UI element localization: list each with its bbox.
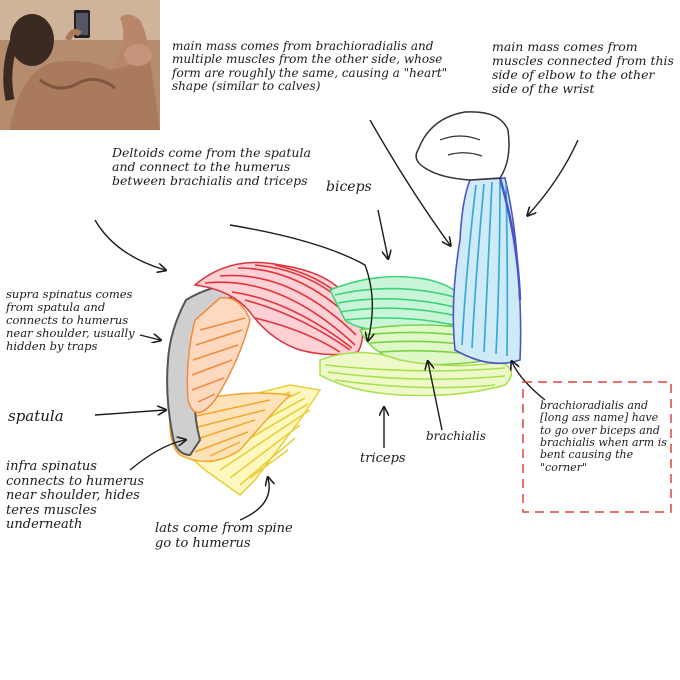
spatula-label: spatula xyxy=(8,407,64,425)
pointer-lines xyxy=(94,119,579,521)
supraspinatus-note: supra spinatus comes from spatula and co… xyxy=(6,287,135,353)
lats-note: lats come from spine go to humerus xyxy=(155,521,293,551)
deltoids-note: Deltoids come from the spatula and conne… xyxy=(112,145,311,188)
infraspinatus-note: infra spinatus connects to humerus near … xyxy=(6,459,145,533)
biceps-label: biceps xyxy=(326,179,372,195)
corner-note-box xyxy=(522,381,672,513)
corner-note: brachioradialis and [long ass name] have… xyxy=(540,399,667,474)
reference-photo-illustration xyxy=(0,0,160,130)
supraspinatus-muscle xyxy=(186,296,251,414)
biceps-muscle xyxy=(328,275,471,332)
brachialis-label: brachialis xyxy=(426,429,486,443)
triceps-label: triceps xyxy=(360,451,406,466)
reference-photo xyxy=(0,0,160,130)
wrist-note: main mass comes from muscles connected f… xyxy=(492,39,674,96)
forearm-muscles xyxy=(452,177,522,365)
deltoid-muscle xyxy=(193,261,364,356)
triceps-muscle xyxy=(319,351,513,397)
fist-outline xyxy=(415,111,510,181)
brachioradialis-note: main mass comes from brachioradialis and… xyxy=(172,39,448,94)
